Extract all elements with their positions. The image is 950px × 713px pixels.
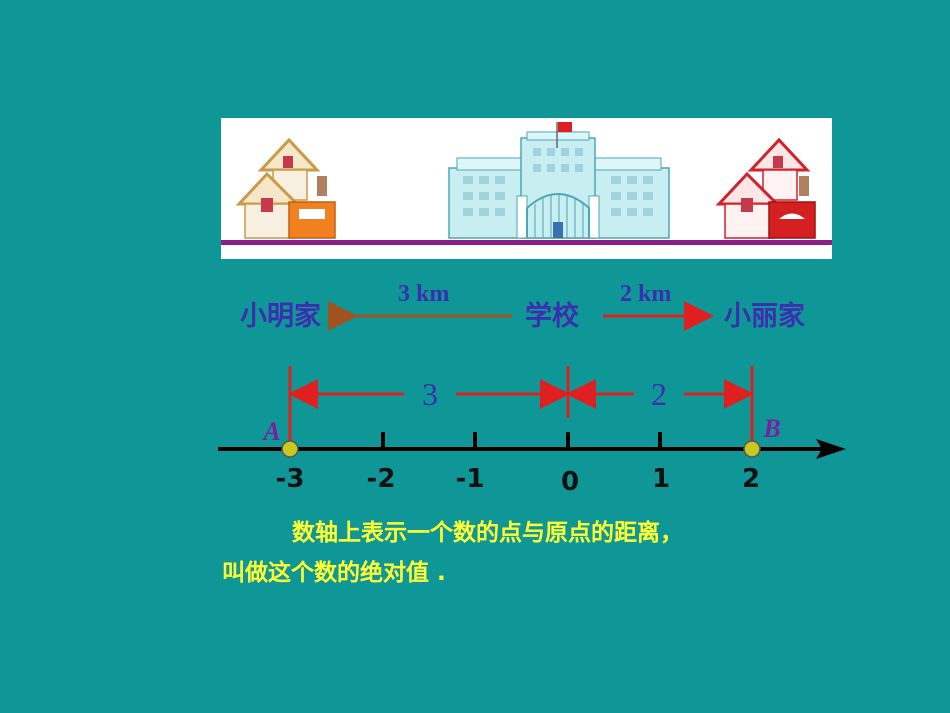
ground-line xyxy=(221,240,832,245)
axis-arrowhead xyxy=(816,439,846,459)
right-house-icon xyxy=(715,137,816,239)
point-b-label: B xyxy=(762,414,780,443)
distance-three-label: 3 xyxy=(422,376,438,412)
definition-line-2: 叫做这个数的绝对值 . xyxy=(222,560,446,586)
school-building-icon xyxy=(448,122,670,239)
tick-label-one: 1 xyxy=(652,464,670,494)
tick-label-neg3: -3 xyxy=(276,464,305,494)
tick-label-neg2: -2 xyxy=(367,464,396,494)
scene-illustration xyxy=(221,118,832,259)
tick-label-two: 2 xyxy=(742,464,760,494)
distance-two-label: 2 xyxy=(651,376,667,412)
left-distance-label: 3 km xyxy=(398,281,450,307)
point-a xyxy=(281,440,299,458)
left-home-label: 小明家 xyxy=(240,301,321,332)
point-a-label: A xyxy=(261,417,280,446)
point-b xyxy=(743,440,761,458)
left-house-icon xyxy=(235,137,336,239)
school-label: 学校 xyxy=(525,301,579,332)
tick-label-neg1: -1 xyxy=(456,464,485,494)
tick-label-zero: 0 xyxy=(561,467,579,497)
definition-line-1: 数轴上表示一个数的点与原点的距离， xyxy=(292,520,683,546)
right-home-label: 小丽家 xyxy=(724,301,805,332)
right-distance-label: 2 km xyxy=(620,281,672,307)
